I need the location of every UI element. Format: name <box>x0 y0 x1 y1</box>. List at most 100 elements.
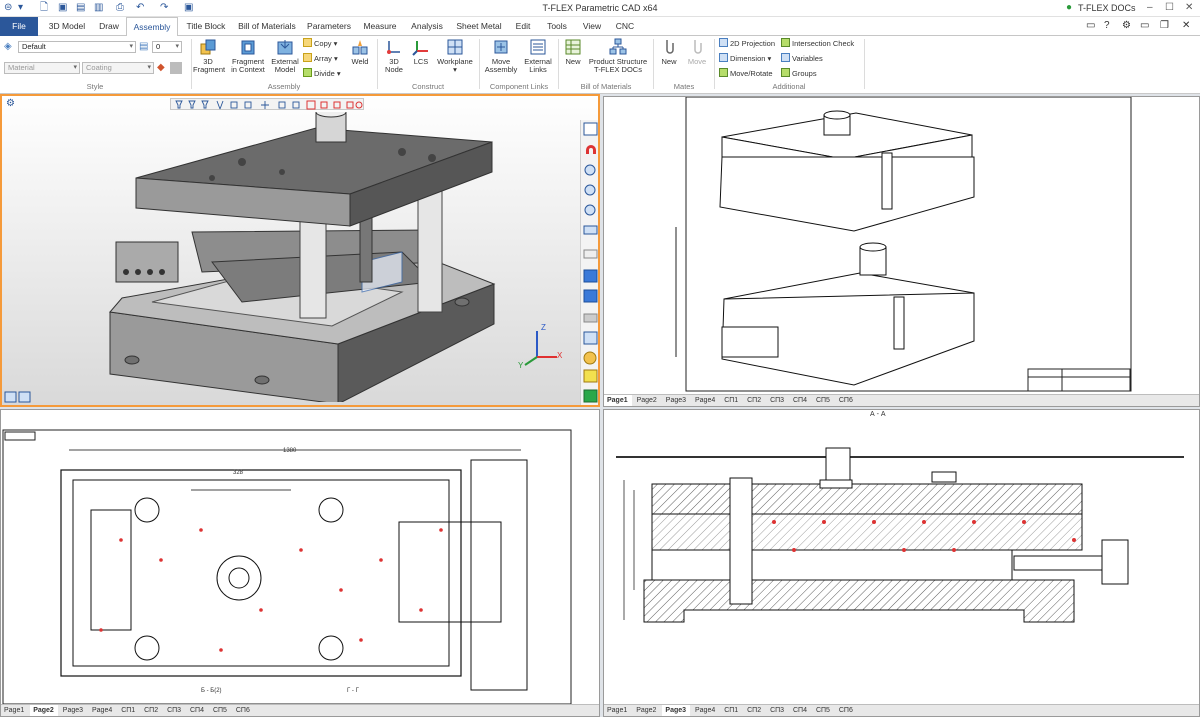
tab-tr-page1[interactable]: Page1 <box>604 395 632 406</box>
new-file-icon[interactable]: 🗋 <box>40 2 49 13</box>
mates-new-button[interactable]: New <box>657 38 681 66</box>
product-structure-button[interactable]: Product Structure T-FLEX DOCs <box>588 38 648 74</box>
app-menu-icon[interactable]: ⊜ <box>4 2 13 13</box>
viewport-3d[interactable]: ⚙ <box>0 94 600 407</box>
layout-icon[interactable]: ▭ <box>1086 20 1096 31</box>
level-input[interactable]: 0 <box>152 41 182 53</box>
tab-br-page2[interactable]: Page2 <box>636 707 657 714</box>
filter-toolbar[interactable] <box>170 98 364 110</box>
tab-title-block[interactable]: Title Block <box>186 21 226 31</box>
variables-button[interactable]: Variables <box>781 53 823 64</box>
tab-tr-sp2[interactable]: СП2 <box>747 397 762 404</box>
copy-button[interactable]: Copy ▾ <box>303 38 337 49</box>
color-icon[interactable]: ◆ <box>157 62 165 73</box>
tab-sheet-metal[interactable]: Sheet Metal <box>456 21 502 31</box>
open-icon[interactable]: ▣ <box>58 2 68 13</box>
restore-icon[interactable]: ❐ <box>1160 20 1169 31</box>
tab-measure[interactable]: Measure <box>363 21 397 31</box>
tab-cnc[interactable]: CNC <box>615 21 635 31</box>
tab-br-sp1[interactable]: СП1 <box>724 707 739 714</box>
tab-file[interactable]: File <box>0 17 38 36</box>
dropdown-icon[interactable]: ▾ <box>18 2 24 13</box>
viewport-layout-buttons[interactable] <box>4 391 32 403</box>
tab-bl-page1[interactable]: Page1 <box>4 707 25 714</box>
tab-bl-sp3[interactable]: СП3 <box>167 707 182 714</box>
maximize-button[interactable]: ☐ <box>1165 2 1174 13</box>
tab-bl-page3[interactable]: Page3 <box>62 707 84 714</box>
groups-button[interactable]: Groups <box>781 68 817 79</box>
redo-icon[interactable]: ↷ <box>160 2 169 13</box>
material-select[interactable]: Material <box>4 62 80 74</box>
projection-2d-button[interactable]: 2D Projection <box>719 38 775 49</box>
close-doc-icon[interactable]: ✕ <box>1182 20 1191 31</box>
save-all-icon[interactable]: ▥ <box>94 2 104 13</box>
tab-tr-sp4[interactable]: СП4 <box>793 397 807 404</box>
view-toolbar[interactable] <box>580 120 598 405</box>
tab-br-sp5[interactable]: СП5 <box>815 707 830 714</box>
tab-tr-page3[interactable]: Page3 <box>665 397 687 404</box>
close-button[interactable]: ✕ <box>1185 2 1194 13</box>
fragment-in-context-button[interactable]: Fragment in Context <box>228 38 268 74</box>
tab-bl-page2[interactable]: Page2 <box>30 705 58 716</box>
move-rotate-button[interactable]: Move/Rotate <box>719 68 773 79</box>
tab-bl-sp1[interactable]: СП1 <box>121 707 136 714</box>
tab-parameters[interactable]: Parameters <box>307 21 351 31</box>
dimension-button[interactable]: Dimension ▾ <box>719 53 771 64</box>
tab-analysis[interactable]: Analysis <box>411 21 443 31</box>
workplane-button[interactable]: Workplane ▾ <box>436 38 474 74</box>
tab-draw[interactable]: Draw <box>99 21 119 31</box>
print-icon[interactable]: ⎙ <box>116 2 124 13</box>
tab-tr-sp6[interactable]: СП6 <box>838 397 853 404</box>
external-links-button[interactable]: External Links <box>522 38 554 74</box>
tab-br-sp4[interactable]: СП4 <box>793 707 807 714</box>
intersection-check-button[interactable]: Intersection Check <box>781 38 854 49</box>
color-swatch[interactable] <box>170 62 182 74</box>
viewport-menu-icon[interactable]: ⚙ <box>6 98 15 109</box>
tab-tr-sp1[interactable]: СП1 <box>724 397 739 404</box>
weld-button[interactable]: Weld <box>347 38 373 66</box>
tab-br-page1[interactable]: Page1 <box>607 707 628 714</box>
tab-view[interactable]: View <box>582 21 602 31</box>
tab-assembly[interactable]: Assembly <box>126 17 178 37</box>
tab-br-sp6[interactable]: СП6 <box>838 707 853 714</box>
gear-icon[interactable]: ⚙ <box>1122 20 1131 31</box>
tab-bl-page4[interactable]: Page4 <box>91 707 113 714</box>
drawing-window-page1[interactable]: Page1 Page2 Page3 Page4 СП1 СП2 СП3 СП4 … <box>603 96 1200 407</box>
drawing-window-page3[interactable]: А - А Page1 Page2 Page3 Page4 СП1 СП2 СП… <box>603 409 1200 717</box>
undo-icon[interactable]: ↶ <box>136 2 145 13</box>
layer-select[interactable]: Default <box>18 41 136 53</box>
lcs-button[interactable]: LCS <box>410 38 432 66</box>
tab-bl-sp6[interactable]: СП6 <box>235 707 250 714</box>
tab-bl-sp4[interactable]: СП4 <box>190 707 204 714</box>
window-icon[interactable]: ▭ <box>1140 20 1150 31</box>
drawing-window-page2[interactable]: 1380 328 Б - Б(2) Г - Г Page1 Page2 Page… <box>0 409 600 717</box>
tab-br-page4[interactable]: Page4 <box>694 707 716 714</box>
mates-move-button[interactable]: Move <box>684 38 710 66</box>
fragment-3d-button[interactable]: 3D Fragment <box>193 38 225 74</box>
docs-label[interactable]: T-FLEX DOCs <box>1078 3 1136 13</box>
tab-edit[interactable]: Edit <box>515 21 531 31</box>
tab-tools[interactable]: Tools <box>547 21 567 31</box>
divide-button[interactable]: Divide ▾ <box>303 68 341 79</box>
external-model-button[interactable]: External Model <box>270 38 300 74</box>
tab-bl-sp2[interactable]: СП2 <box>144 707 159 714</box>
coating-select[interactable]: Coating <box>82 62 154 74</box>
tab-br-page3[interactable]: Page3 <box>662 705 691 716</box>
tab-bl-sp5[interactable]: СП5 <box>212 707 227 714</box>
tab-tr-page4[interactable]: Page4 <box>694 397 716 404</box>
bom-new-button[interactable]: New <box>562 38 584 66</box>
array-button[interactable]: Array ▾ <box>303 53 338 64</box>
tab-tr-sp5[interactable]: СП5 <box>815 397 830 404</box>
minimize-button[interactable]: – <box>1147 2 1153 13</box>
tab-3d-model[interactable]: 3D Model <box>48 21 86 31</box>
tab-tr-sp3[interactable]: СП3 <box>770 397 785 404</box>
tab-br-sp2[interactable]: СП2 <box>747 707 762 714</box>
help-icon[interactable]: ? <box>1104 20 1110 31</box>
save-icon[interactable]: ▤ <box>76 2 86 13</box>
tab-bill-of-materials[interactable]: Bill of Materials <box>238 21 296 31</box>
node-3d-button[interactable]: 3D Node <box>381 38 407 74</box>
screenshot-icon[interactable]: ▣ <box>184 2 194 13</box>
tab-br-sp3[interactable]: СП3 <box>770 707 785 714</box>
tab-tr-page2[interactable]: Page2 <box>636 397 657 404</box>
move-assembly-button[interactable]: Move Assembly <box>482 38 520 74</box>
